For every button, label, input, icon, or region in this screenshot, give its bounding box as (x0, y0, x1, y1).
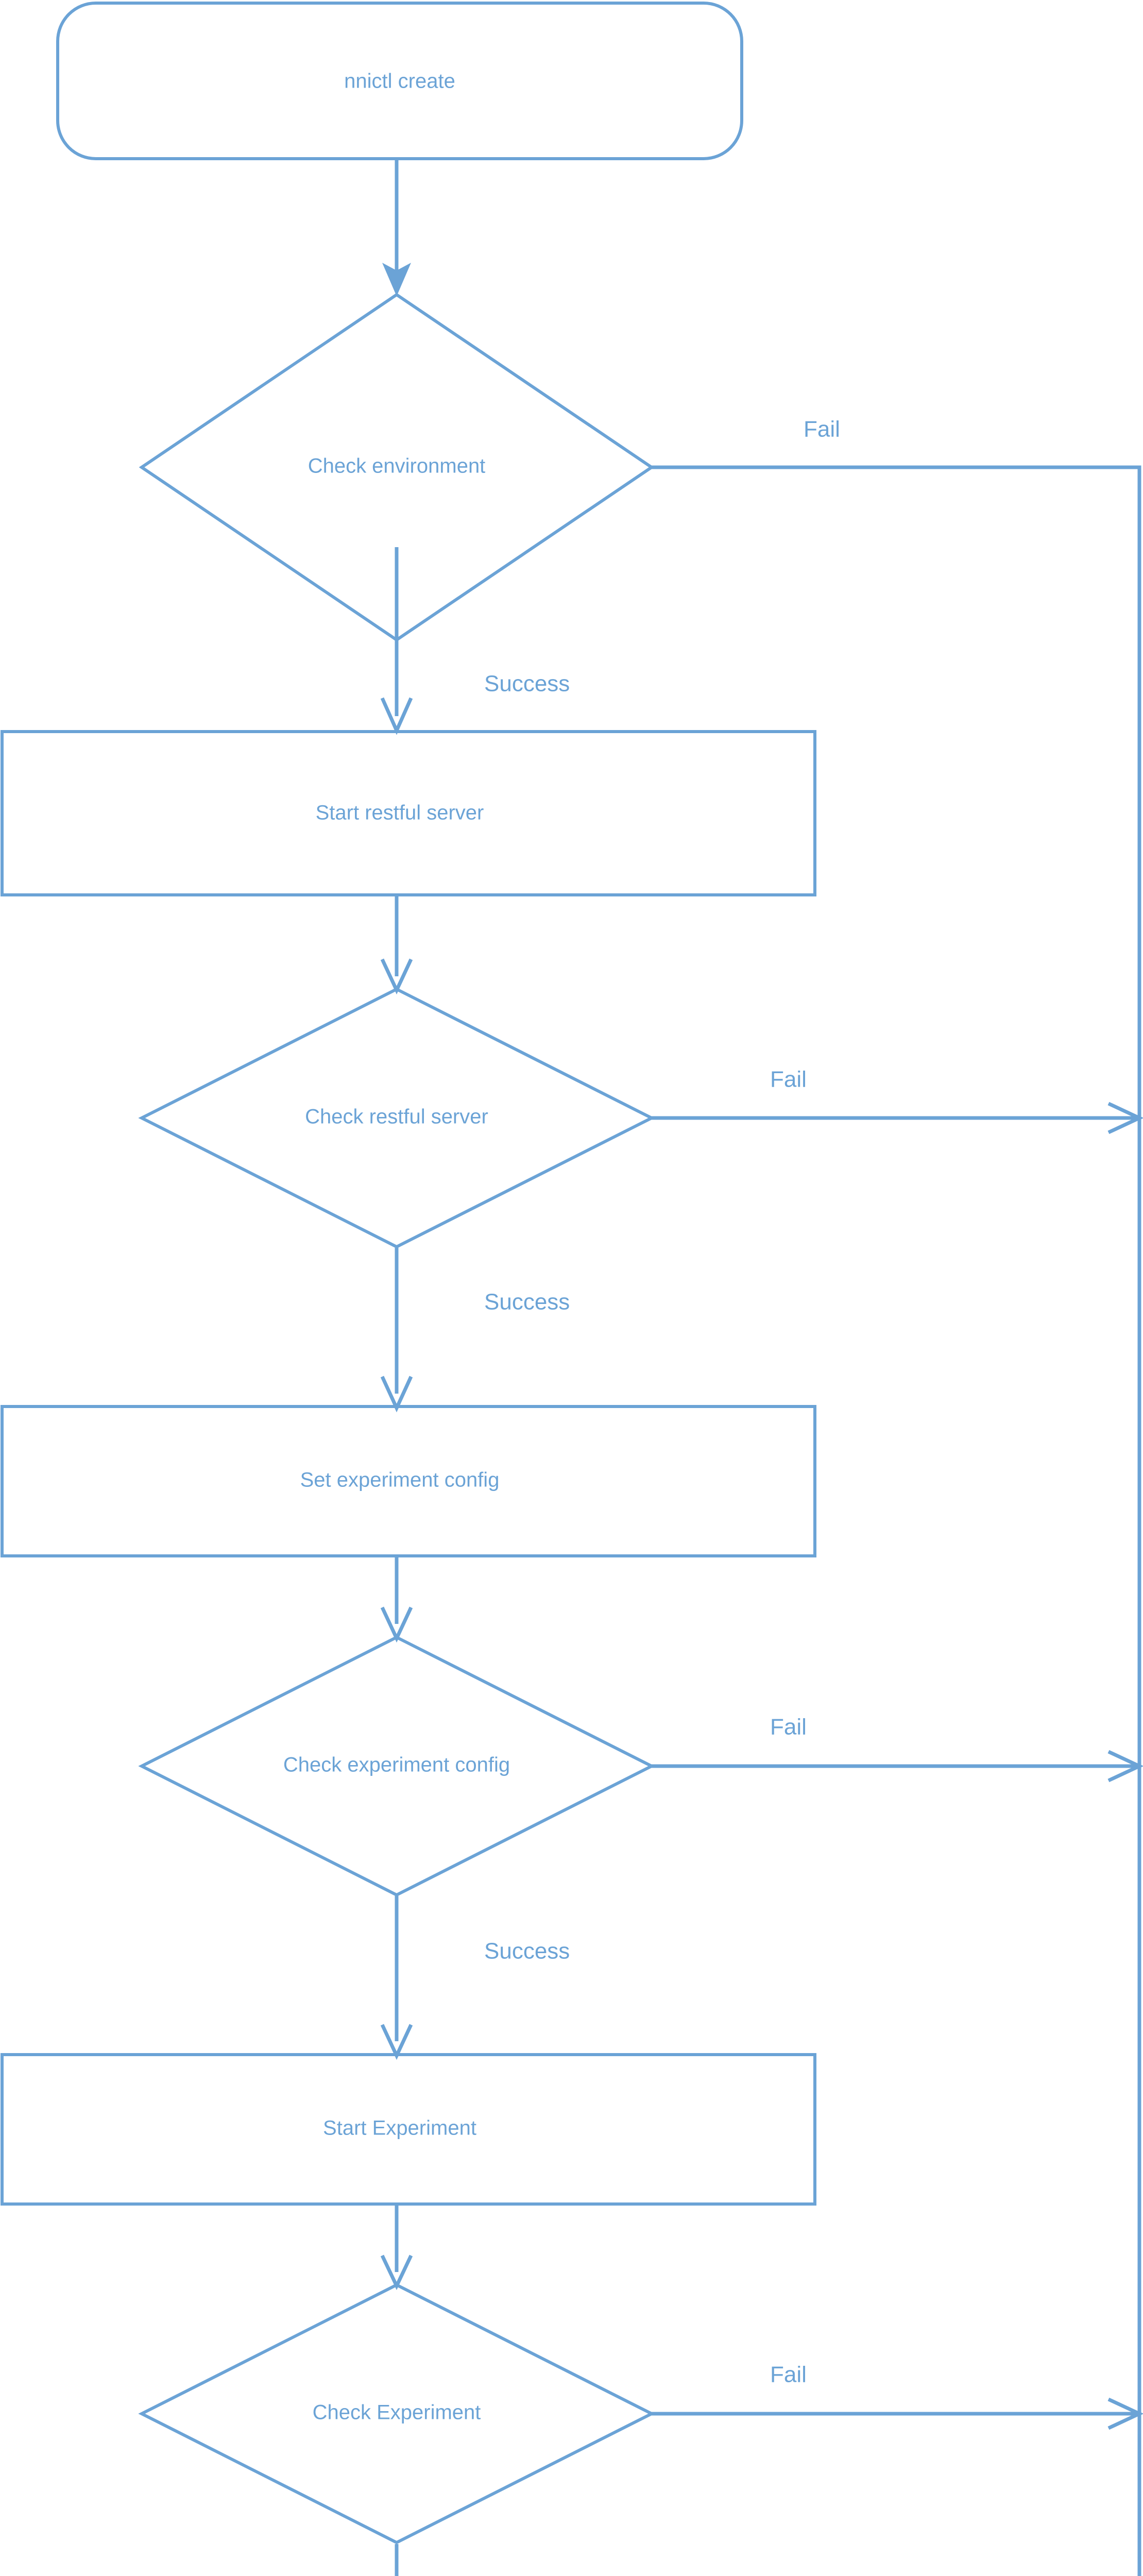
node-start-experiment[interactable]: Start Experiment (1, 2053, 816, 2206)
edge-label-fail-2: Fail (770, 1067, 807, 1092)
node-set-exp-config-label: Set experiment config (300, 1469, 500, 1492)
edge-label-fail-1: Fail (804, 417, 840, 442)
node-check-exp-config[interactable]: Check experiment config (138, 1635, 655, 1897)
edge-start-to-check-env (382, 160, 411, 296)
node-check-env[interactable]: Check environment (139, 293, 655, 642)
node-set-exp-config[interactable]: Set experiment config (1, 1405, 816, 1557)
edge-check-exp-config-success (380, 1896, 413, 2060)
edge-check-exp-config-fail (652, 1750, 1143, 1783)
node-check-experiment[interactable]: Check Experiment (138, 2283, 655, 2545)
edge-label-success-2: Success (484, 1290, 570, 1315)
edge-label-fail-4: Fail (770, 2362, 807, 2387)
node-check-exp-config-label: Check experiment config (283, 1754, 510, 1776)
edge-start-restful-to-check-restful (380, 895, 413, 995)
edge-check-restful-success (380, 1248, 413, 1413)
node-check-restful[interactable]: Check restful server (138, 987, 655, 1249)
edge-label-fail-3: Fail (770, 1715, 807, 1740)
node-start-restful-label: Start restful server (316, 802, 484, 824)
edge-set-exp-config-to-check-exp-config (380, 1556, 413, 1643)
edge-check-restful-fail (652, 1101, 1143, 1134)
node-start-experiment-label: Start Experiment (323, 2117, 476, 2140)
node-check-experiment-label: Check Experiment (313, 2401, 481, 2424)
node-check-restful-label: Check restful server (305, 1106, 488, 1128)
node-start-label: nnictl create (344, 70, 455, 93)
edge-label-success-3: Success (484, 1939, 570, 1964)
edge-check-experiment-fail (652, 2397, 1143, 2430)
node-start[interactable]: nnictl create (56, 2, 743, 160)
edge-check-env-fail (652, 465, 1141, 2576)
edge-label-success-1: Success (484, 671, 570, 697)
node-start-restful[interactable]: Start restful server (1, 730, 816, 896)
node-check-env-label: Check environment (308, 455, 486, 478)
edge-check-experiment-success (395, 2544, 399, 2576)
edge-start-experiment-to-check-experiment (380, 2204, 413, 2291)
